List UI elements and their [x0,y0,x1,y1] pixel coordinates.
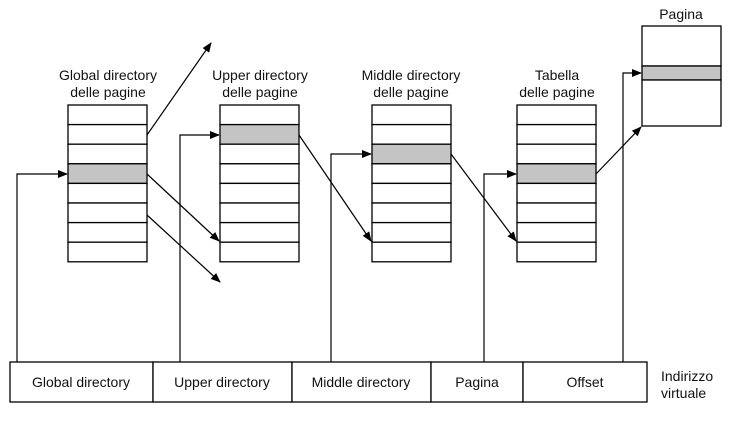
address-field-middle-label: Middle directory [312,374,411,390]
address-field-global [9,361,154,403]
upper-index-arrow [179,131,220,362]
middle-directory-title-line2: delle pagine [373,84,449,100]
table-entry [67,104,148,126]
table-entry [371,202,452,224]
table-entry [67,123,148,145]
address-field-offset-label: Offset [566,374,603,390]
page-table [516,104,597,263]
upper-directory-title-line2: delle pagine [222,84,298,100]
table-entry [67,241,148,263]
table-entry [516,182,597,204]
page-frame-bottom [641,79,722,127]
page-frame-top [641,25,722,67]
address-field-upper-label: Upper directory [174,374,270,390]
table-entry [219,241,300,263]
table-entry-selected [516,163,597,185]
table-entry [67,143,148,165]
table-entry [67,202,148,224]
table-entry [67,182,148,204]
global-index-arrow [16,170,68,362]
table-entry [67,221,148,243]
global-directory-title-line2: delle pagine [70,84,146,100]
table-entry [219,202,300,224]
middle-directory-title-line1: Middle directory [362,67,461,83]
page-index-arrow [483,170,517,362]
global-pointer-arrow-up [146,42,212,136]
upper-directory-table [219,104,300,263]
table-entry [371,182,452,204]
table-entry [516,104,597,126]
global-pointer-arrow-down [146,214,221,283]
address-field-offset [522,361,648,403]
table-entry [371,104,452,126]
table-entry [219,104,300,126]
address-field-page-label: Pagina [455,374,499,390]
page-table-title-line1: Tabella [535,67,580,83]
table-entry [516,143,597,165]
table-entry [219,221,300,243]
virtual-address-register: Global directory Upper directory Middle … [9,361,648,403]
offset-arrow [622,69,642,362]
table-entry-selected [219,123,300,145]
table-entry [219,163,300,185]
middle-index-arrow [330,150,372,362]
page-frame [641,25,722,127]
page-title: Pagina [659,6,703,22]
table-entry [516,241,597,263]
table-entry [371,241,452,263]
table-entry [219,143,300,165]
virtual-address-label-line1: Indirizzo [661,368,713,384]
upper-pointer-arrow [298,134,372,242]
address-field-global-label: Global directory [32,374,130,390]
global-directory-title-line1: Global directory [59,67,157,83]
table-entry [219,182,300,204]
table-entry [516,221,597,243]
address-field-upper [152,361,293,403]
global-pointer-arrow [146,173,220,242]
middle-directory-table [371,104,452,263]
table-entry [516,123,597,145]
page-frame-highlight [641,65,722,81]
table-entry-selected [371,143,452,165]
table-entry-selected [67,163,148,185]
middle-pointer-arrow [450,153,517,242]
global-directory-table [67,104,148,263]
table-entry [371,163,452,185]
table-entry [371,123,452,145]
page-table-pointer-arrow [595,126,642,175]
page-table-title-line2: delle pagine [519,84,595,100]
table-entry [516,202,597,224]
virtual-address-label-line2: virtuale [661,385,706,401]
address-field-middle [291,361,432,403]
upper-directory-title-line1: Upper directory [212,67,308,83]
table-entry [371,221,452,243]
